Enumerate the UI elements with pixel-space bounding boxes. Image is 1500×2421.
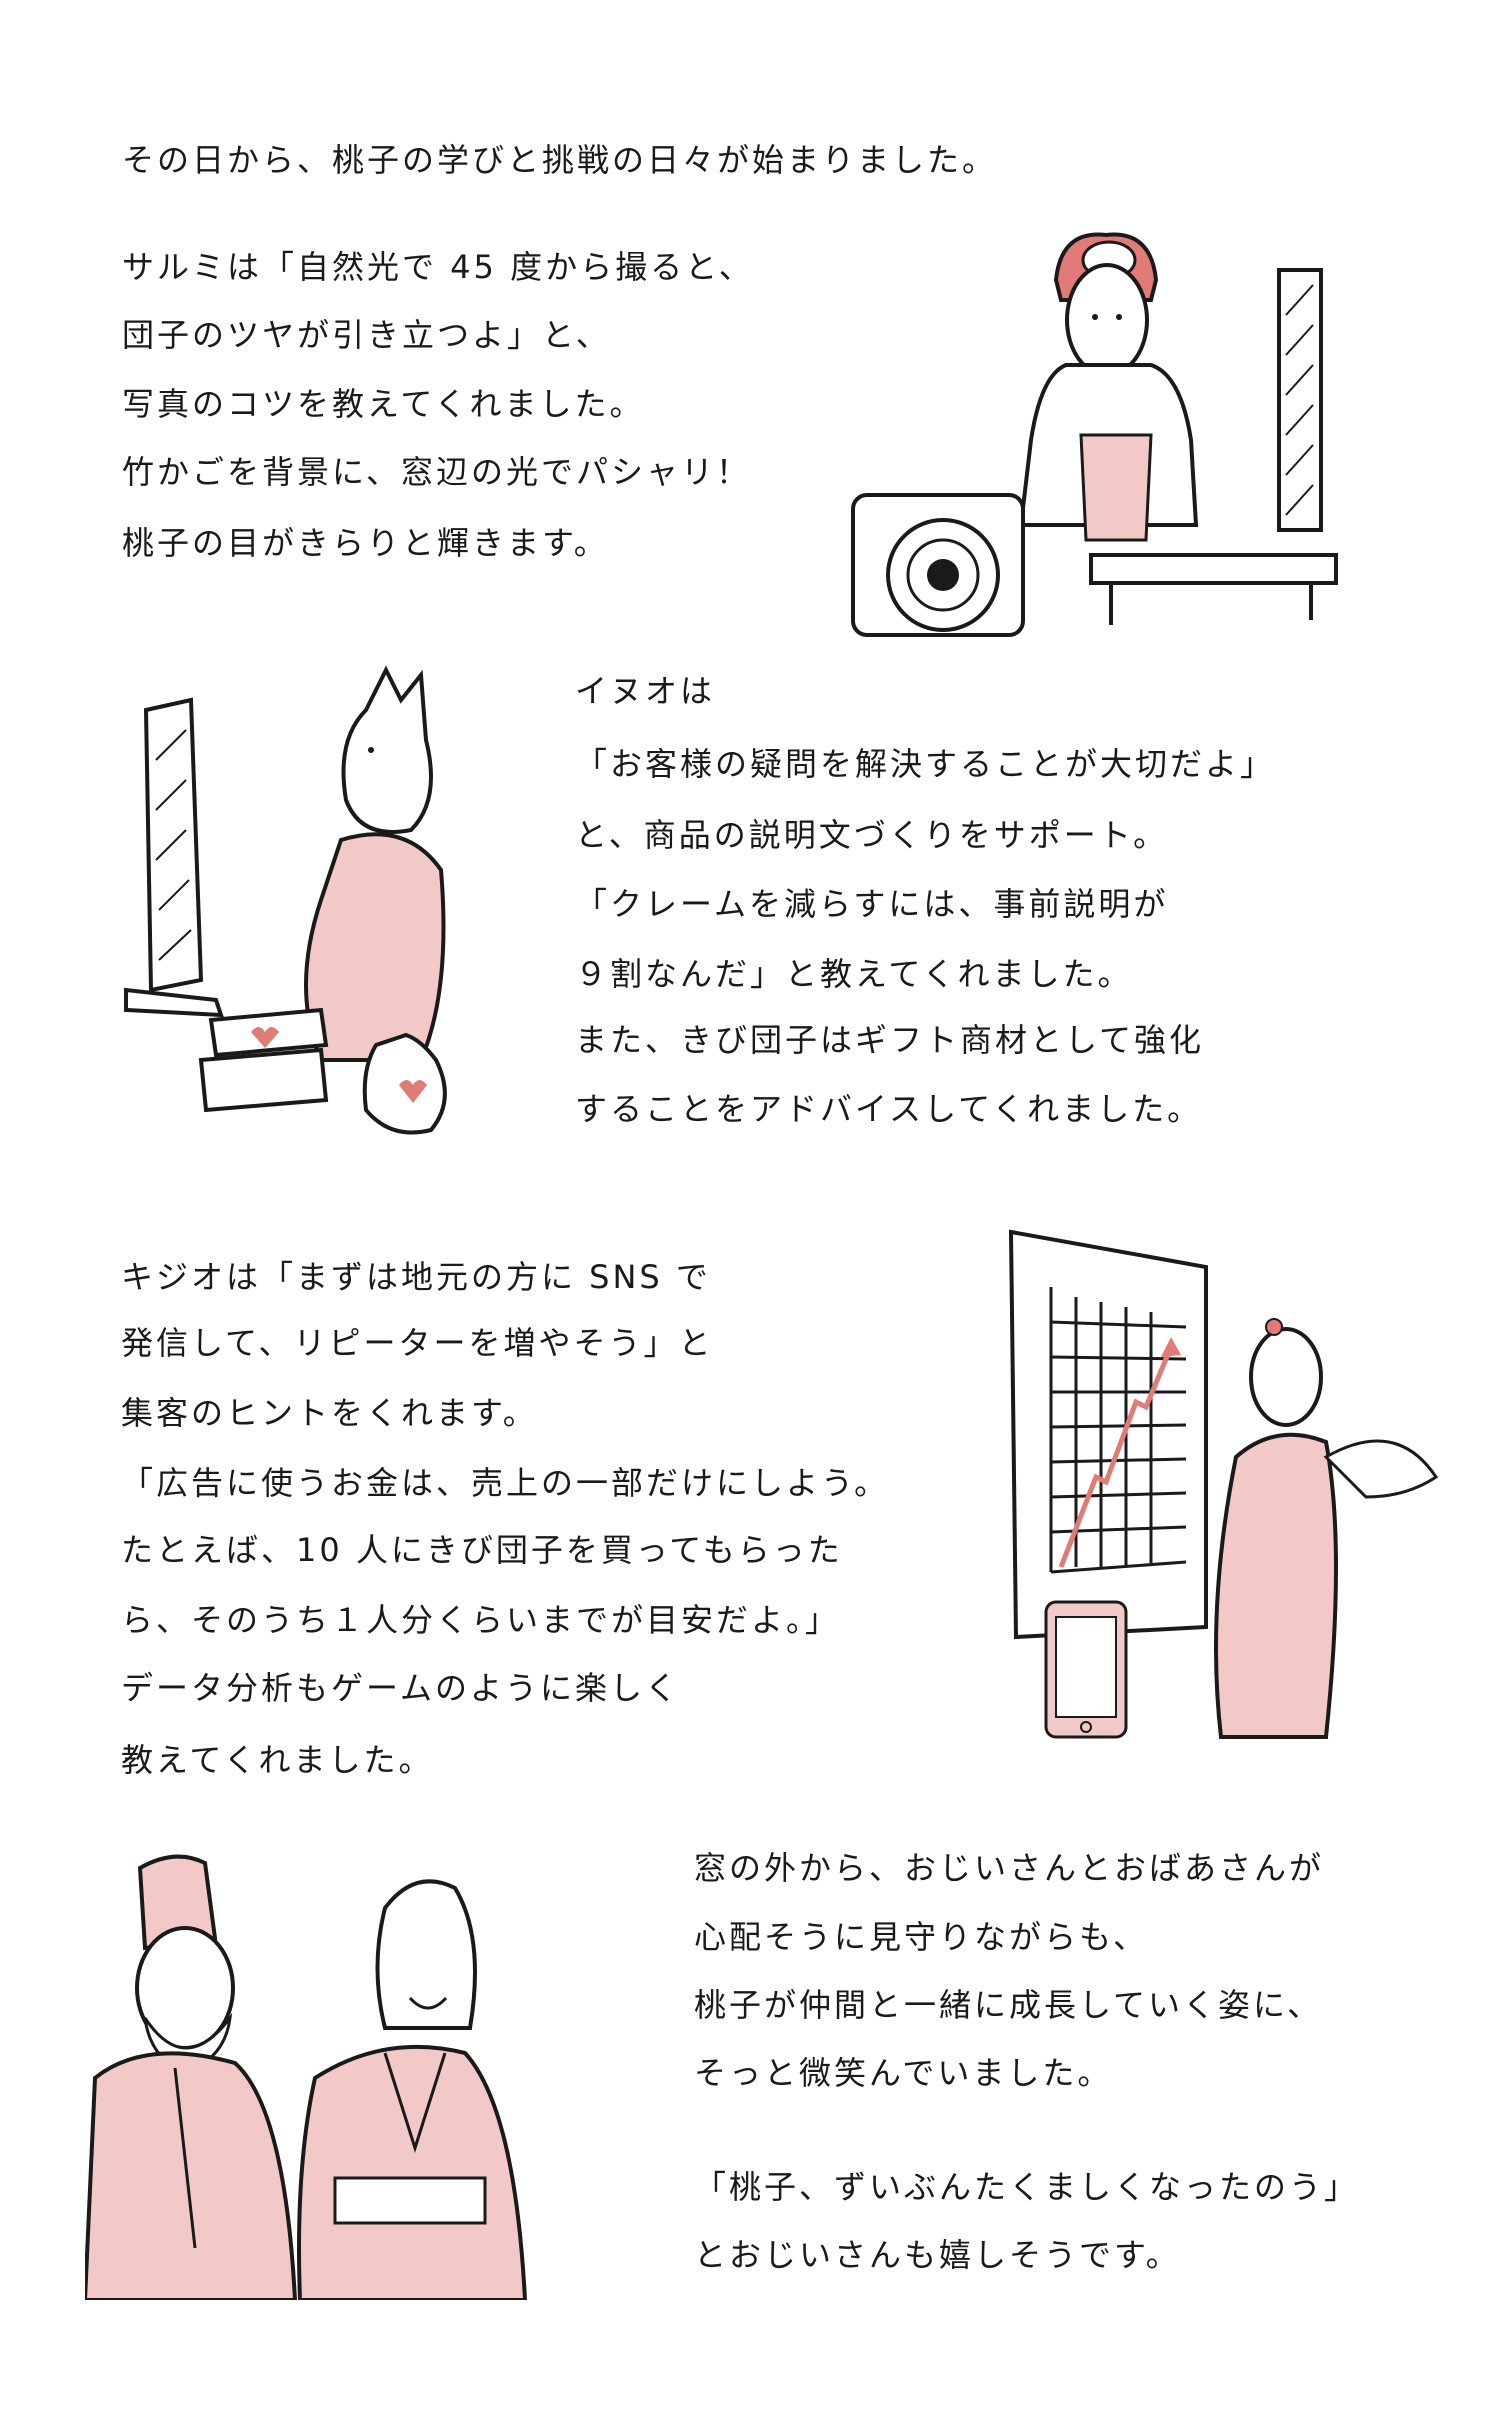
kijio-line: キジオは「まずは地元の方に SNS で [121, 1258, 711, 1296]
intro-text: その日から、桃子の学びと挑戦の日々が始まりました。 [122, 141, 998, 179]
dog-computer-illustration [121, 660, 521, 1142]
dog-computer-icon [124, 665, 447, 1135]
grandparents-line: 桃子が仲間と一緒に成長していく姿に、 [694, 1986, 1323, 2024]
monkey-camera-icon [851, 232, 1338, 637]
growth-chart-icon [1008, 1229, 1439, 1739]
grandparents-line: 窓の外から、おじいさんとおばあさんが [694, 1849, 1325, 1887]
inuo-line: ９割なんだ」と教えてくれました。 [575, 955, 1133, 993]
sarumi-line: 竹かごを背景に、窓辺の光でパシャリ！ [122, 453, 752, 491]
kijio-line: 集客のヒントをくれます。 [121, 1394, 538, 1432]
sarumi-line: 団子のツヤが引き立つよ」と、 [122, 316, 611, 354]
kijio-line: ら、そのうち１人分くらいまでが目安だよ。」 [121, 1601, 841, 1639]
kijio-line: データ分析もゲームのように楽しく [121, 1669, 681, 1707]
grandfather-quote-line: とおじいさんも嬉しそうです。 [694, 2236, 1181, 2274]
kijio-line: たとえば、10 人にきび団子を買ってもらった [121, 1531, 843, 1569]
monkey-photographer-illustration [851, 225, 1376, 650]
grandparents-line: そっと微笑んでいました。 [694, 2054, 1113, 2092]
sarumi-line: 桃子の目がきらりと輝きます。 [122, 524, 609, 562]
pheasant-chart-illustration [1006, 1227, 1451, 1742]
inuo-line: 「クレームを減らすには、事前説明が [575, 885, 1169, 923]
inuo-line: イヌオは [575, 672, 716, 710]
kijio-line: 「広告に使うお金は、売上の一部だけにしよう。 [121, 1464, 890, 1502]
grandparents-illustration [85, 1848, 655, 2300]
sarumi-line: サルミは「自然光で 45 度から撮ると、 [122, 248, 754, 286]
inuo-line: 「お客様の疑問を解決することが大切だよ」 [575, 745, 1276, 783]
grandparents-line: 心配そうに見守りながらも、 [694, 1918, 1149, 1956]
kijio-line: 発信して、リピーターを増やそう」と [121, 1324, 714, 1362]
inuo-line: することをアドバイスしてくれました。 [575, 1090, 1203, 1128]
sarumi-line: 写真のコツを教えてくれました。 [122, 385, 645, 423]
inuo-line: また、きび団子はギフト商材として強化 [575, 1021, 1205, 1059]
grandfather-quote-line: 「桃子、ずいぶんたくましくなったのう」 [694, 2168, 1360, 2206]
grandparents-icon [85, 1854, 528, 2300]
inuo-line: と、商品の説明文づくりをサポート。 [575, 816, 1169, 854]
kijio-line: 教えてくれました。 [121, 1741, 434, 1779]
